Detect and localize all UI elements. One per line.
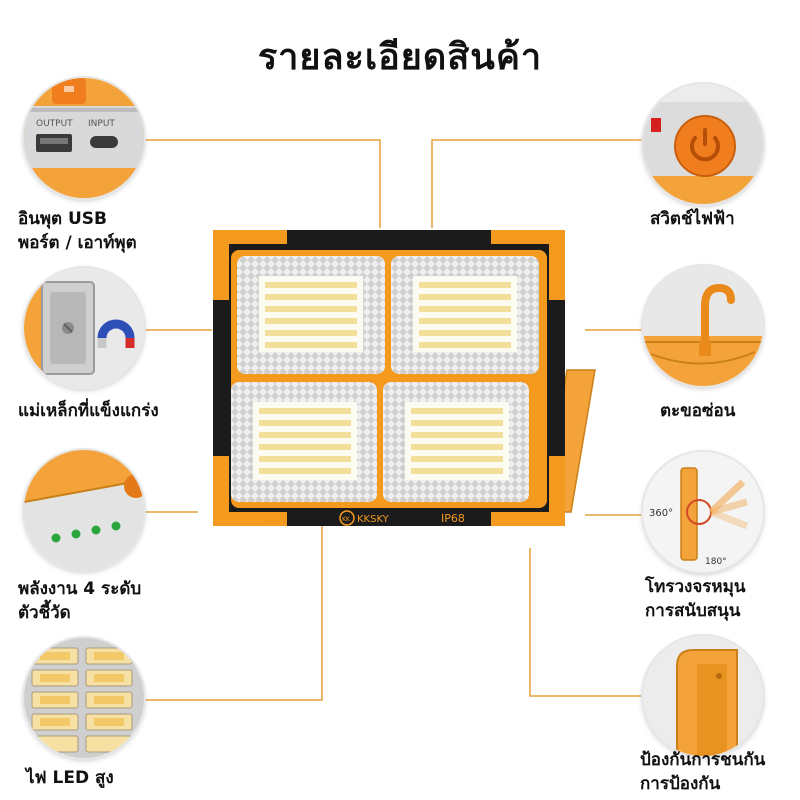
brand-logo-icon (339, 510, 355, 526)
hook-circle (643, 266, 763, 386)
feature-label-usb: อินพุต USB พอร์ต / เอาท์พุต (18, 209, 137, 253)
led-module-br (383, 382, 529, 502)
magnet-icon (24, 268, 144, 388)
corner-guard-tl (213, 230, 287, 300)
led-text: LED (265, 512, 287, 525)
hook-icon (643, 266, 763, 386)
corner-guard-bl (213, 456, 287, 526)
power-indicator-circle (24, 450, 144, 570)
rotation-180-text: 180° (705, 557, 727, 567)
rotation-circle: 360° 180° (643, 452, 763, 572)
feature-label-switch: สวิตช์ไฟฟ้า (650, 209, 735, 229)
feature-label-hook: ตะขอซ่อน (660, 401, 736, 421)
rotation-icon: 360° 180° (643, 452, 763, 572)
connector-guard (529, 548, 655, 697)
corner-guard-br (491, 456, 565, 526)
led-chips-circle (24, 638, 144, 758)
corner-guard-circle (643, 636, 763, 756)
feature-label-magnet: แม่เหล็กที่แข็งแกร่ง (18, 401, 159, 421)
feature-label-guard: ป้องกันการชนกัน การป้องกัน (640, 750, 766, 794)
feature-label-led: ไฟ LED สูง (26, 768, 114, 788)
connector-usb (145, 139, 381, 228)
usb-port-circle: OUTPUT INPUT (24, 78, 144, 198)
page-title: รายละเอียดสินค้า (257, 37, 543, 78)
connector-led (145, 525, 323, 701)
floodlight-product: LED KK KKSKY IP68 (213, 230, 596, 526)
corner-guard-tr (491, 230, 565, 300)
connector-switch (431, 139, 655, 228)
brand-text: KKSKY (357, 514, 390, 525)
rating-text: IP68 (441, 512, 465, 525)
led-module-tl (237, 256, 385, 374)
led-module-tr (391, 256, 539, 374)
power-button-circle (643, 84, 763, 204)
magnet-circle (24, 268, 144, 388)
rotation-360-text: 360° (649, 508, 673, 519)
power-indicator-icon (24, 450, 144, 570)
corner-guard-icon (643, 636, 763, 756)
power-button-icon (643, 84, 763, 204)
usb-input-text: INPUT (88, 119, 115, 129)
usb-output-text: OUTPUT (36, 119, 73, 129)
brand-badge: KK (342, 516, 351, 523)
usb-port-icon: OUTPUT INPUT (24, 78, 144, 198)
led-module-bl (231, 382, 377, 502)
feature-label-power-level: พลังงาน 4 ระดับ ตัวชี้วัด (18, 579, 142, 623)
led-chips-icon (24, 638, 144, 758)
feature-label-rotation: โทรวงจรหมุน การสนับสนุน (645, 577, 746, 621)
